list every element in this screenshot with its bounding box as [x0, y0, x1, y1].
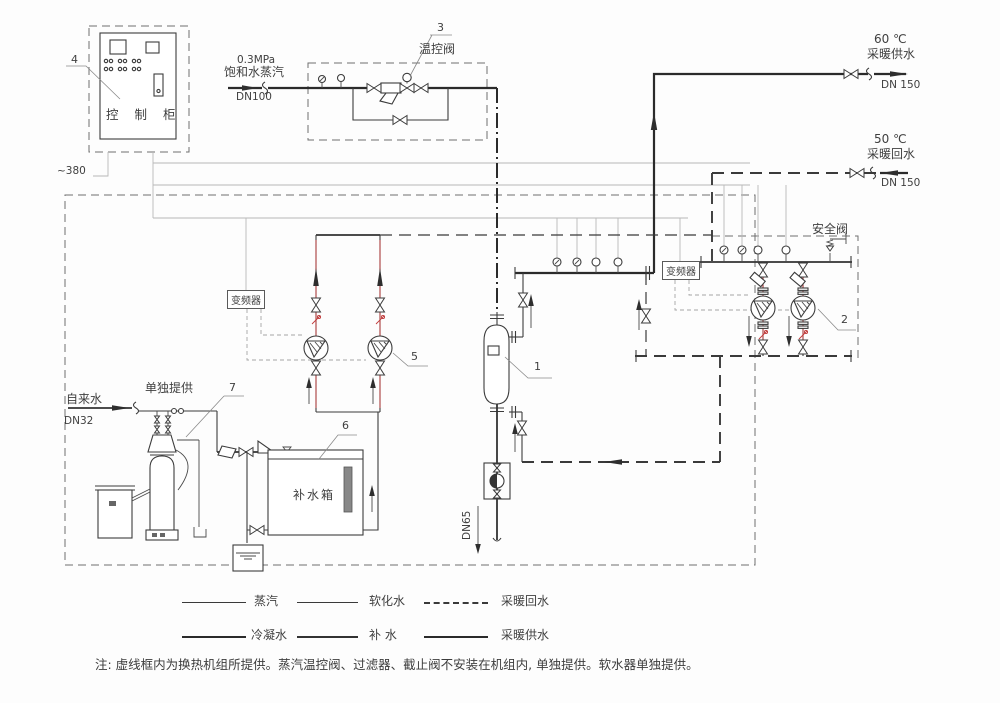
supply-dn-label: DN 150 — [881, 79, 921, 91]
callout-5: 5 — [411, 350, 418, 363]
callout-leaders — [66, 34, 856, 460]
return-system — [512, 166, 908, 465]
supply-system — [514, 67, 908, 337]
steam-line — [228, 72, 498, 312]
legend-swatch-makeup — [297, 636, 358, 638]
legend-swatch-condensate — [182, 636, 246, 638]
control-wiring — [93, 152, 787, 290]
return-temp-label: 50 ℃ — [874, 132, 907, 146]
drain-tank — [232, 544, 264, 572]
pump-column — [746, 262, 776, 356]
steam-pressure-label: 0.3MPa — [237, 54, 276, 66]
water-softener — [145, 434, 207, 541]
pump-column — [367, 235, 393, 412]
supply-name-label: 采暖供水 — [867, 47, 916, 61]
return-name-label: 采暖回水 — [867, 147, 916, 161]
water-treatment — [68, 401, 292, 572]
vfd-links — [246, 280, 791, 361]
makeup-tank-label: 补水箱 — [293, 488, 336, 502]
steam-medium-label: 饱和水蒸汽 — [224, 65, 285, 79]
callout-6: 6 — [342, 419, 349, 432]
pump-column — [786, 262, 816, 356]
indicator-lights — [103, 58, 142, 72]
power-label: ~380 — [57, 165, 86, 177]
control-cabinet-label: 控 制 柜 — [106, 107, 182, 122]
callout-7: 7 — [229, 381, 236, 394]
heat-exchanger-vessel — [483, 312, 523, 418]
legend-label-return: 采暖回水 — [501, 594, 550, 608]
vfd-left-label: 变频器 — [231, 296, 261, 307]
callout-4: 4 — [71, 53, 78, 66]
supply-temp-label: 60 ℃ — [874, 32, 907, 46]
unit-boundary-boxes — [64, 25, 859, 566]
legend-label-steam: 蒸汽 — [254, 594, 279, 608]
makeup-pumps — [303, 234, 712, 531]
condensate-trap — [475, 404, 511, 554]
safety-valve — [825, 234, 847, 262]
temp-control-valve — [399, 72, 415, 94]
legend-swatch-return — [424, 602, 488, 604]
footnote: 注: 虚线框内为换热机组所提供。蒸汽温控阀、过滤器、截止阀不安装在机组内, 单独… — [95, 657, 699, 672]
legend-label-softened: 软化水 — [369, 594, 406, 608]
legend-swatch-softened — [297, 602, 358, 603]
tap-water-label: 自来水 — [66, 392, 103, 406]
callout-3: 3 — [437, 21, 444, 34]
steam-dn-label: DN100 — [236, 91, 272, 103]
vfd-left-box: 变频器 — [227, 290, 265, 309]
safety-valve-label: 安全阀 — [812, 222, 849, 236]
steam-strainer — [379, 82, 402, 105]
separate-supply-label: 单独提供 — [145, 381, 194, 395]
callout-2: 2 — [841, 313, 848, 326]
legend-swatch-supply — [424, 636, 488, 638]
pump-column — [303, 235, 329, 412]
callout-1: 1 — [534, 360, 541, 373]
return-dn-label: DN 150 — [881, 177, 921, 189]
drain-dn-label: DN65 — [461, 510, 473, 540]
level-gauge — [343, 466, 353, 513]
temp-control-valve-label: 温控阀 — [419, 42, 456, 56]
vfd-right-label: 变频器 — [666, 267, 696, 278]
control-cabinet — [99, 32, 177, 140]
legend-label-makeup: 补 水 — [369, 628, 397, 642]
legend-swatch-steam — [182, 602, 246, 603]
salt-tank — [95, 485, 151, 539]
makeup-water-tank — [267, 449, 364, 536]
vfd-right-box: 变频器 — [662, 261, 700, 280]
tap-dn-label: DN32 — [64, 415, 94, 427]
legend-label-supply: 采暖供水 — [501, 628, 550, 642]
circulation-pumps — [746, 262, 816, 356]
legend-label-condensate: 冷凝水 — [251, 628, 288, 642]
